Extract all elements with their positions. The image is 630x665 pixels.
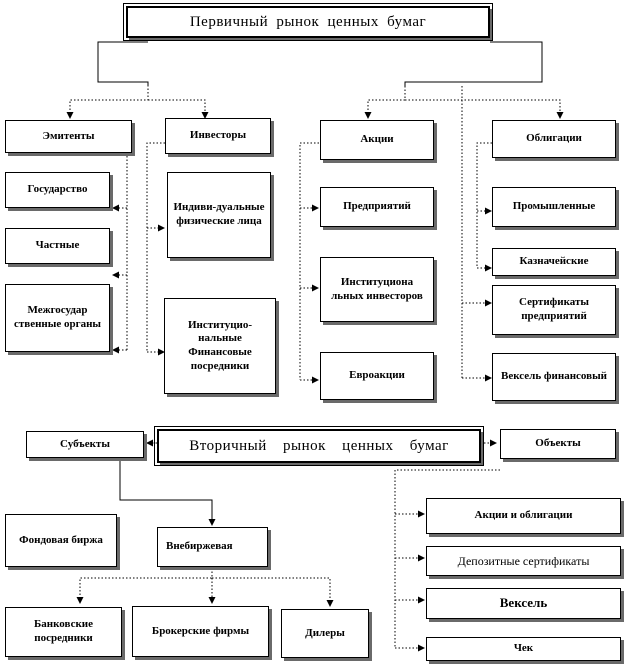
bonds-industrial-box: Промышленные	[492, 187, 616, 227]
secondary-market-title: Вторичный рынок ценных бумаг	[154, 426, 484, 466]
bonds-bill-box: Вексель финансовый	[492, 353, 616, 401]
shares-enterprises-box: Предприятий	[320, 187, 434, 227]
bonds-box: Облигации	[492, 120, 616, 158]
primary-market-title: Первичный рынок ценных бумаг	[123, 3, 493, 41]
brokerage-firms-box: Брокерские фирмы	[132, 606, 269, 657]
shares-institutional-box: Институциона льных инвесторов	[320, 257, 434, 322]
stock-exchange-box: Фондовая биржа	[5, 514, 117, 567]
object-bill-box: Вексель	[426, 588, 621, 619]
bank-intermediaries-box: Банковские посредники	[5, 607, 122, 657]
investor-institutional-box: Институцио-нальные Финансовые посредники	[164, 298, 276, 394]
object-check-box: Чек	[426, 637, 621, 661]
object-deposit-certificates-box: Депозитные сертификаты	[426, 546, 621, 576]
otc-market-box: Внебиржевая	[157, 527, 268, 567]
object-shares-bonds-box: Акции и облигации	[426, 498, 621, 534]
shares-euro-box: Евроакции	[320, 352, 434, 400]
subjects-box: Субъекты	[26, 431, 144, 458]
bonds-certificates-box: Сертификаты предприятий	[492, 285, 616, 335]
bonds-treasury-box: Казначейские	[492, 248, 616, 276]
issuer-state-box: Государство	[5, 172, 110, 208]
shares-box: Акции	[320, 120, 434, 160]
investor-individual-box: Индиви-дуальные физические лица	[167, 172, 271, 258]
issuers-box: Эмитенты	[5, 120, 132, 153]
issuer-private-box: Частные	[5, 228, 110, 264]
investors-box: Инвесторы	[165, 118, 271, 154]
issuer-interstate-box: Межгосудар ственные органы	[5, 284, 110, 352]
objects-box: Объекты	[500, 429, 616, 459]
dealers-box: Дилеры	[281, 609, 369, 658]
